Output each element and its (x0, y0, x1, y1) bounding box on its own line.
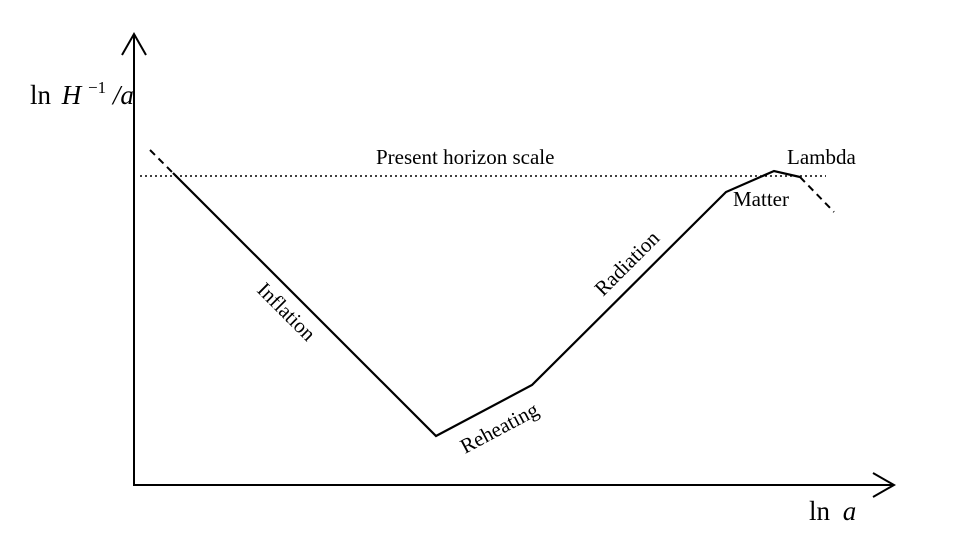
lambda-label: Lambda (787, 145, 856, 169)
x-axis-label: ln a (809, 496, 856, 526)
x-axis-label-prefix: ln (809, 496, 831, 526)
future-dashed-segment (799, 176, 835, 213)
pre-inflation-dashed-segment (149, 149, 174, 174)
y-axis-label: ln H −1 /a (30, 69, 134, 110)
y-axis-label-prefix: ln (30, 80, 52, 110)
x-axis-label-symbol: a (843, 496, 857, 526)
reheating-label: Reheating (456, 397, 543, 458)
y-axis-label-superscript: −1 (88, 78, 106, 97)
y-axis-label-symbol: H (61, 80, 83, 110)
x-axis-arrowhead (872, 472, 897, 498)
y-axis-label-suffix: /a (111, 80, 134, 110)
y-axis-arrowhead (121, 31, 147, 56)
horizon-evolution-curve (172, 169, 801, 438)
present-horizon-label: Present horizon scale (376, 145, 554, 169)
matter-label: Matter (733, 187, 789, 211)
